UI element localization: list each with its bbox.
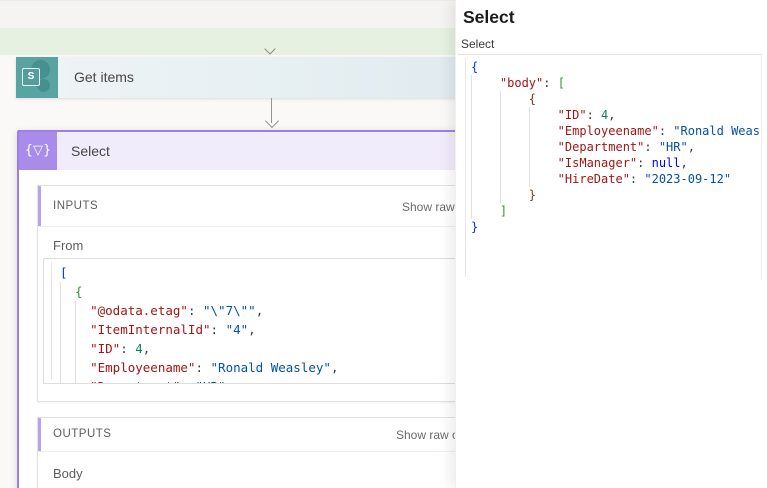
inputs-accent-bar (38, 186, 41, 226)
outputs-body-label: Body (53, 466, 83, 481)
sharepoint-icon-letter: S (22, 68, 40, 86)
action-card-get-items[interactable]: S Get items (16, 57, 528, 98)
action-title-get-items: Get items (74, 69, 134, 85)
details-panel-field-label: Select (461, 37, 495, 51)
connector-arrow-line (271, 98, 272, 123)
details-panel-title: Select (463, 7, 515, 27)
sharepoint-icon-circle-small (37, 79, 50, 92)
inputs-from-label: From (53, 238, 84, 253)
connector-arrow-head-icon (264, 113, 280, 129)
action-title-select: Select (71, 143, 110, 159)
outputs-accent-bar (38, 418, 41, 451)
inputs-label: INPUTS (53, 200, 99, 212)
code-margin-line (465, 58, 466, 277)
details-panel-json-viewer[interactable]: {"body": [{"ID": 4,"Employeename": "Rona… (458, 54, 762, 280)
select-data-operation-icon: {▽} (19, 132, 57, 170)
details-panel: Select Select {"body": [{"ID": 4,"Employ… (455, 0, 767, 488)
sharepoint-icon: S (16, 57, 58, 98)
outputs-label: OUTPUTS (53, 428, 112, 440)
code-margin-line (51, 262, 52, 380)
